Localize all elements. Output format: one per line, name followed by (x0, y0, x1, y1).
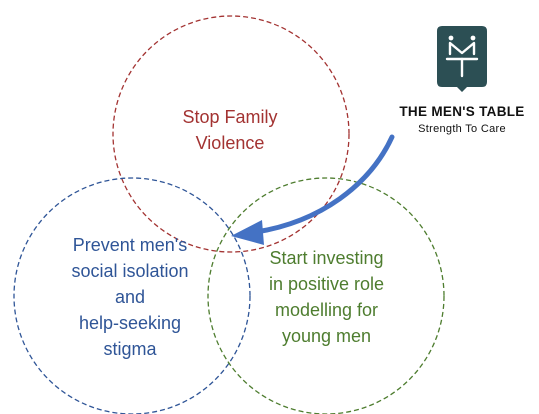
circle-prevent-isolation (13, 177, 251, 414)
label-line: help-seeking (78, 313, 182, 333)
logo-mt-monogram (445, 35, 479, 78)
label-line: stigma (103, 339, 157, 359)
pointer-arrow-head (231, 220, 264, 245)
pointer-arrow-shaft (253, 134, 395, 235)
label-stop-family-violence: Stop Family Violence (130, 104, 330, 156)
label-prevent-isolation: Prevent men's social isolation and help-… (30, 232, 230, 362)
label-line: Start investing (269, 248, 384, 268)
circle-stop-family-violence (112, 15, 350, 253)
label-line: social isolation (71, 261, 189, 281)
label-line: and (114, 287, 146, 307)
label-line: modelling for (274, 300, 379, 320)
label-line: in positive role (268, 274, 385, 294)
label-positive-role-modelling: Start investing in positive role modelli… (224, 245, 429, 349)
label-line: young men (281, 326, 372, 346)
label-line: Violence (195, 133, 265, 153)
mens-table-logo (437, 26, 487, 92)
pointer-arrow (231, 134, 395, 245)
label-line: Stop Family (182, 107, 278, 127)
circle-positive-role-modelling (207, 177, 445, 414)
brand-tagline: Strength To Care (418, 123, 506, 135)
brand-title: THE MEN'S TABLE (399, 104, 525, 119)
label-line: Prevent men's (72, 235, 188, 255)
